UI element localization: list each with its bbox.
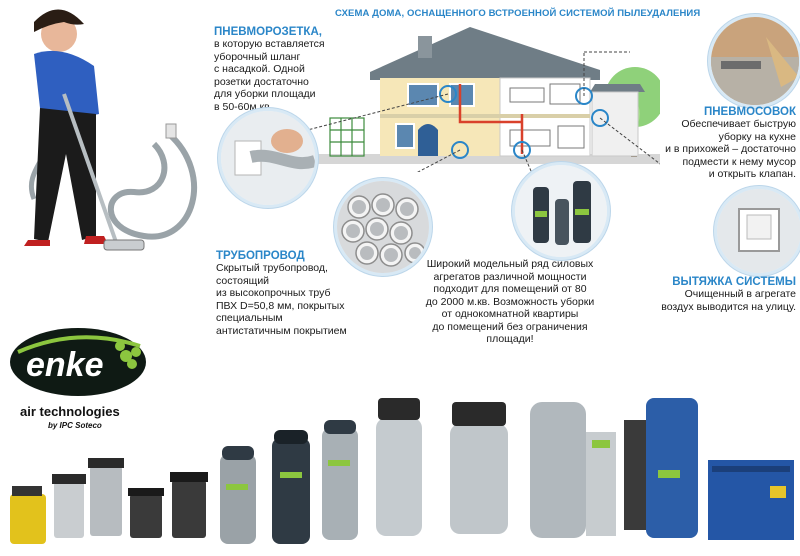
enke-logo: enke xyxy=(8,322,148,400)
power-units-photo xyxy=(512,162,610,260)
outlet-heading: ПНЕВМОРОЗЕТКА, xyxy=(214,26,322,38)
units-line: агрегатов различной мощности xyxy=(433,270,587,283)
dustpan-line: Обеспечивает быструю xyxy=(681,118,796,130)
dustpan-heading: ПНЕВМОСОВОК xyxy=(703,106,796,118)
product-unit-6 xyxy=(220,446,256,544)
logo-sub: by IPC Soteco xyxy=(48,421,102,430)
product-lineup xyxy=(10,398,794,544)
pipe-line: состоящий xyxy=(216,274,270,287)
house-illustration xyxy=(300,27,660,172)
units-line: до 2000 м.кв. Возможность уборки xyxy=(425,295,595,308)
schema-title: СХЕМА ДОМА, ОСНАЩЕННОГО ВСТРОЕННОЙ СИСТЕ… xyxy=(335,8,701,19)
product-unit-12 xyxy=(624,398,698,538)
product-unit-11 xyxy=(530,402,616,538)
product-unit-5 xyxy=(170,472,208,538)
product-unit-13 xyxy=(708,460,794,540)
units-line: от однокомнатной квартиры xyxy=(441,308,579,320)
product-unit-7 xyxy=(272,430,310,544)
dustpan-line: подмести к нему мусор xyxy=(682,155,797,168)
units-line: подходит для помещений от 80 xyxy=(433,283,587,295)
outlet-photo xyxy=(218,108,318,208)
outlet-line: для уборки площади xyxy=(214,88,316,100)
outlet-line: в которую вставляется xyxy=(214,38,325,50)
logo-brand: enke xyxy=(26,346,104,384)
product-unit-10 xyxy=(450,402,508,534)
pipe-line: антистатичным покрытием xyxy=(216,324,347,337)
product-unit-9 xyxy=(376,398,422,536)
product-unit-2 xyxy=(52,474,86,538)
pipe-info: ТРУБОПРОВОД Скрытый трубопровод, состоящ… xyxy=(216,250,386,337)
exhaust-line: воздух выводится на улицу. xyxy=(661,300,796,313)
pipes-photo xyxy=(334,178,432,276)
product-unit-1 xyxy=(10,486,46,544)
outlet-info: ПНЕВМОРОЗЕТКА, в которую вставляется убо… xyxy=(214,26,344,113)
exhaust-heading: ВЫТЯЖКА СИСТЕМЫ xyxy=(672,276,796,288)
product-unit-4 xyxy=(128,488,164,538)
pipe-line: ПВХ D=50,8 мм, покрытых xyxy=(216,299,345,312)
pipe-line: специальным xyxy=(216,312,283,324)
units-info: Широкий модельный ряд силовых агрегатов … xyxy=(410,258,610,346)
pipe-line: из высокопрочных труб xyxy=(216,287,331,299)
outlet-line: уборочный шланг xyxy=(214,50,301,63)
logo-tagline: air technologies xyxy=(20,404,120,419)
pipe-line: Скрытый трубопровод, xyxy=(216,262,328,274)
exhaust-info: ВЫТЯЖКА СИСТЕМЫ Очищенный в агрегате воз… xyxy=(640,276,796,313)
units-line: Широкий модельный ряд силовых xyxy=(426,258,594,270)
outlet-line: розетки достаточно xyxy=(214,75,309,88)
woman-vacuum-illustration xyxy=(24,9,197,251)
units-line: площади! xyxy=(486,333,534,345)
units-line: до помещений без ограничения xyxy=(432,320,588,333)
outlet-line: с насадкой. Одной xyxy=(214,63,305,75)
dustpan-photo xyxy=(708,14,800,108)
dustpan-line: и в прихожей – достаточно xyxy=(665,143,796,155)
exhaust-line: Очищенный в агрегате xyxy=(684,288,796,300)
dustpan-line: уборку на кухне xyxy=(718,130,796,143)
pipe-heading: ТРУБОПРОВОД xyxy=(216,250,305,262)
dustpan-info: ПНЕВМОСОВОК Обеспечивает быструю уборку … xyxy=(640,106,796,181)
exhaust-photo xyxy=(714,186,800,276)
dustpan-line: и открыть клапан. xyxy=(708,168,796,180)
product-unit-3 xyxy=(88,458,124,536)
product-unit-8 xyxy=(322,420,358,540)
